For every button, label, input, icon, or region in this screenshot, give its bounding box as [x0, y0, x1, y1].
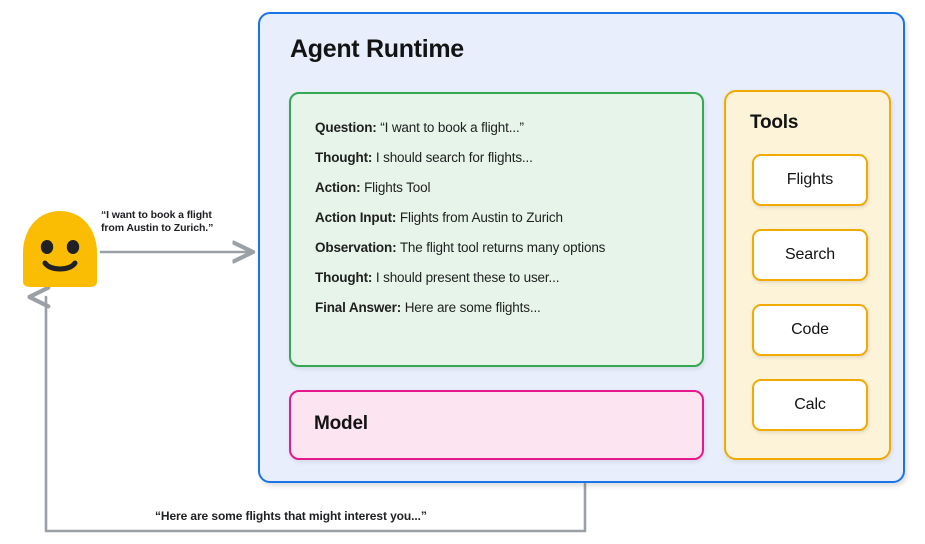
trace-value: I should present these to user... [375, 270, 560, 285]
tools-panel: Tools Flights Search Code Calc [724, 90, 891, 460]
tool-card-search[interactable]: Search [752, 229, 868, 281]
tool-card-label: Search [784, 246, 836, 263]
agent-runtime-title: Agent Runtime [290, 35, 464, 63]
tool-card-code[interactable]: Code [752, 304, 868, 356]
tools-title: Tools [750, 112, 799, 133]
trace-value: Flights from Austin to Zurich [399, 210, 563, 225]
trace-value: The flight tool returns many options [399, 240, 606, 255]
trace-key: Observation: [315, 240, 397, 255]
model-box: Model [289, 390, 704, 460]
react-trace-box: Question: “I want to book a flight...” T… [289, 92, 704, 367]
trace-value: I should search for flights... [375, 150, 533, 165]
agent-response-label: “Here are some flights that might intere… [155, 509, 427, 523]
trace-line: Action Input: Flights from Austin to Zur… [315, 203, 702, 233]
trace-line: Thought: I should present these to user.… [315, 263, 702, 293]
trace-key: Question: [315, 120, 377, 135]
trace-line: Observation: The flight tool returns man… [315, 233, 702, 263]
trace-line: Thought: I should search for flights... [315, 143, 702, 173]
model-label: Model [314, 413, 368, 434]
trace-key: Thought: [315, 150, 373, 165]
trace-line: Final Answer: Here are some flights... [315, 293, 702, 323]
tool-card-flights[interactable]: Flights [752, 154, 868, 206]
trace-value: Here are some flights... [404, 300, 541, 315]
trace-key: Action: [315, 180, 361, 195]
tool-card-label: Flights [786, 171, 834, 188]
smiley-face-avatar-icon [23, 211, 97, 287]
trace-key: Thought: [315, 270, 373, 285]
trace-line: Question: “I want to book a flight...” [315, 113, 702, 143]
agent-runtime-panel: Agent Runtime Question: “I want to book … [258, 12, 905, 483]
trace-value: “I want to book a flight...” [380, 120, 524, 135]
trace-key: Action Input: [315, 210, 397, 225]
tool-card-calc[interactable]: Calc [752, 379, 868, 431]
trace-line: Action: Flights Tool [315, 173, 702, 203]
tool-card-label: Code [791, 321, 829, 338]
user-avatar [17, 209, 103, 289]
tool-card-label: Calc [794, 396, 826, 413]
trace-key: Final Answer: [315, 300, 402, 315]
user-request-label: “I want to book a flight from Austin to … [101, 209, 214, 234]
tool-list: Flights Search Code Calc [752, 154, 868, 431]
trace-value: Flights Tool [364, 180, 431, 195]
